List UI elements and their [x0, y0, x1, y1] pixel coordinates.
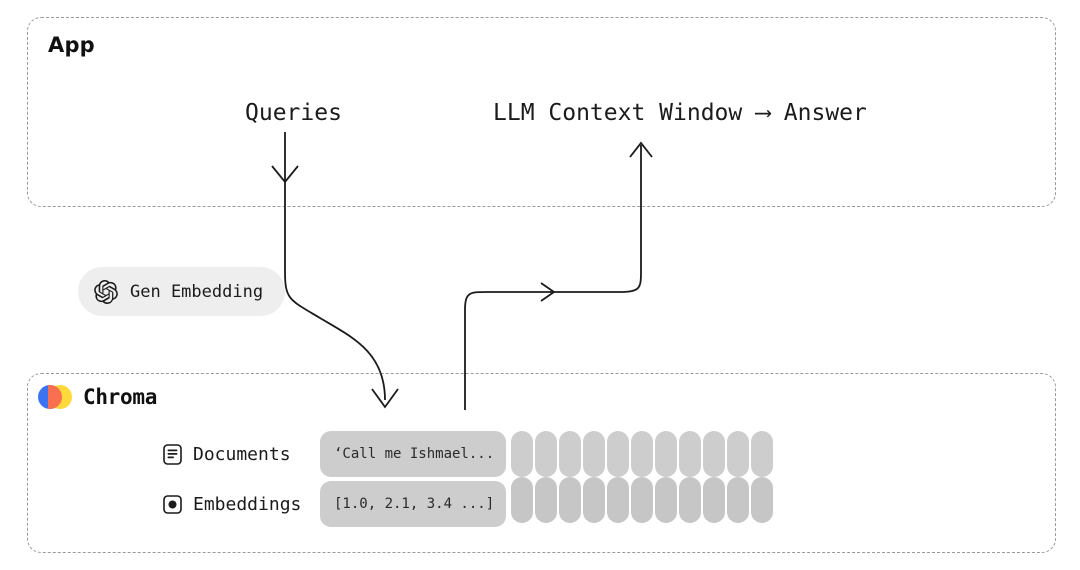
chroma-logo-icon — [38, 385, 72, 409]
record-pill-column — [655, 431, 677, 523]
record-pill — [559, 477, 581, 523]
record-pill-column — [535, 431, 557, 523]
dot-square-icon — [163, 494, 182, 514]
record-pill-column — [511, 431, 533, 523]
documents-value-text: ‘Call me Ishmael... — [334, 446, 495, 462]
record-pill — [703, 431, 725, 477]
record-pill-column — [703, 431, 725, 523]
record-pill — [511, 477, 533, 523]
record-pill-column — [727, 431, 749, 523]
record-pill — [679, 431, 701, 477]
record-pill — [751, 477, 773, 523]
arrow-right-icon — [540, 282, 556, 302]
record-pill — [631, 477, 653, 523]
record-pill-grid — [511, 431, 773, 523]
record-pill — [535, 431, 557, 477]
record-pill — [583, 431, 605, 477]
record-pill-column — [559, 431, 581, 523]
app-group-title: App — [48, 33, 95, 57]
record-pill — [631, 431, 653, 477]
record-pill — [655, 431, 677, 477]
documents-row: Documents — [163, 437, 291, 471]
record-pill — [703, 477, 725, 523]
gen-embedding-node: Gen Embedding — [78, 267, 286, 316]
record-pill-column — [751, 431, 773, 523]
documents-value-card: ‘Call me Ishmael... — [320, 431, 506, 477]
queries-label: Queries — [245, 100, 342, 126]
embeddings-value-text: [1.0, 2.1, 3.4 ...] — [334, 496, 495, 512]
record-pill — [607, 431, 629, 477]
record-pill — [751, 431, 773, 477]
record-pill-column — [607, 431, 629, 523]
record-pill-column — [583, 431, 605, 523]
record-pill — [511, 431, 533, 477]
record-pill — [727, 477, 749, 523]
chroma-group-header: Chroma — [38, 385, 157, 409]
record-pill — [607, 477, 629, 523]
record-pill — [679, 477, 701, 523]
record-pill — [535, 477, 557, 523]
chroma-group-title: Chroma — [83, 385, 158, 409]
embeddings-row: Embeddings — [163, 487, 301, 521]
record-pill-column — [679, 431, 701, 523]
record-pill — [559, 431, 581, 477]
openai-logo-icon — [94, 279, 118, 304]
gen-embedding-label: Gen Embedding — [130, 281, 264, 302]
record-pill — [727, 431, 749, 477]
record-pill — [655, 477, 677, 523]
document-lines-icon — [163, 443, 182, 465]
record-pill — [583, 477, 605, 523]
llm-context-window-label: LLM Context Window ⟶ Answer — [493, 100, 867, 126]
documents-label: Documents — [193, 443, 291, 465]
embeddings-label: Embeddings — [193, 493, 302, 515]
record-pill-column — [631, 431, 653, 523]
embeddings-value-card: [1.0, 2.1, 3.4 ...] — [320, 481, 506, 527]
